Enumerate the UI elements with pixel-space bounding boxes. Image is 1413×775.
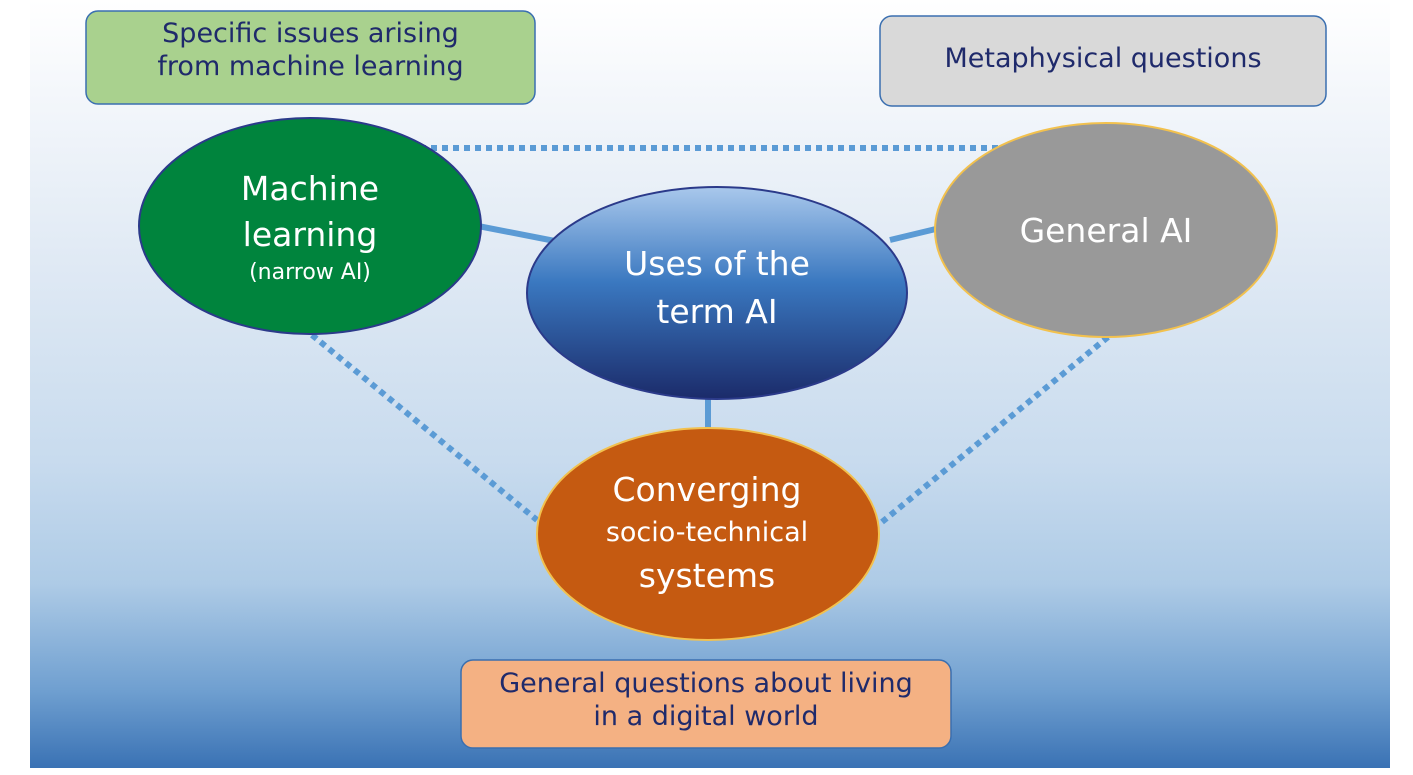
general-ai-ellipse [934, 122, 1278, 338]
machine-learning-line1: Machine [240, 169, 380, 208]
solid-connector-left [477, 223, 561, 245]
converging-label: Converging socio-technical systems [547, 468, 867, 598]
uses-ai-ellipse [526, 186, 908, 400]
general-ai-label: General AI [956, 208, 1256, 254]
converging-line1: Converging [612, 470, 802, 509]
living-digital-box [460, 659, 952, 749]
machine-learning-ellipse [138, 117, 482, 335]
metaphysical-label: Metaphysical questions [880, 43, 1326, 76]
machine-learning-line2: learning [242, 215, 378, 254]
uses-ai-line1: Uses of the [624, 244, 810, 283]
issues-ml-label: Specific issues arising from machine lea… [86, 18, 535, 84]
converging-ellipse [536, 427, 880, 641]
machine-learning-line3: (narrow AI) [249, 260, 371, 285]
metaphysical-box [879, 15, 1327, 107]
living-digital-label: General questions about living in a digi… [461, 668, 951, 734]
solid-connector-right [889, 225, 941, 243]
issues-ml-box [85, 10, 536, 105]
dotted-connector-right [880, 334, 1110, 525]
dotted-connector-left [310, 332, 539, 523]
uses-ai-label: Uses of the term AI [557, 240, 877, 336]
uses-ai-line2: term AI [656, 292, 778, 331]
converging-line3: systems [638, 556, 776, 595]
general-ai-line1: General AI [1019, 211, 1193, 250]
living-digital-line1: General questions about living [499, 668, 913, 699]
converging-line2: socio-technical [605, 517, 809, 548]
metaphysical-line1: Metaphysical questions [944, 43, 1262, 74]
issues-ml-line2: from machine learning [157, 50, 464, 82]
living-digital-line2: in a digital world [593, 700, 819, 732]
issues-ml-line1: Specific issues arising [162, 18, 459, 49]
machine-learning-label: Machine learning (narrow AI) [160, 166, 460, 288]
